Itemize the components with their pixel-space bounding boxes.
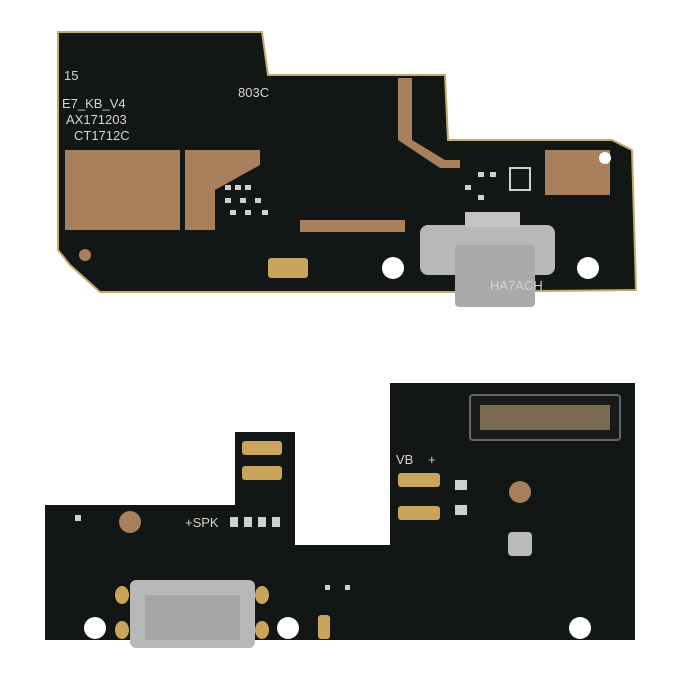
copper-pad-left [65, 150, 180, 230]
mounting-hole [277, 617, 299, 639]
mounting-hole [382, 257, 404, 279]
rf-connector [508, 532, 532, 556]
mounting-hole [599, 152, 611, 164]
connector-marking: HA7ACH [490, 278, 543, 293]
smd-pads [75, 480, 467, 590]
mounting-hole [569, 617, 591, 639]
capacitor [268, 258, 308, 278]
test-point [119, 511, 141, 533]
gold-pads [242, 441, 440, 520]
silkscreen-vb: VB [396, 452, 413, 467]
fpc-connector [469, 394, 621, 441]
copper-strip [300, 220, 405, 232]
silkscreen-code-1: AX171203 [66, 112, 127, 127]
silkscreen-15: 15 [64, 68, 78, 83]
copper-trace-vertical [398, 78, 460, 168]
usb-connector-top: HA7ACH [420, 212, 555, 307]
mounting-hole [577, 257, 599, 279]
bottom-pcb-board: +SPK VB + [45, 383, 635, 648]
copper-trace [185, 150, 260, 230]
silkscreen-803c: 803C [238, 85, 269, 100]
smd-pads [225, 167, 531, 215]
silkscreen-plus: + [428, 452, 436, 467]
mounting-hole [79, 249, 91, 261]
silkscreen-spk: +SPK [185, 515, 219, 530]
small-pad [318, 615, 330, 639]
top-pcb-board: HA7ACH 15 E7_KB_V4 AX171203 CT1712C 803C [57, 31, 638, 307]
silkscreen-code-2: CT1712C [74, 128, 130, 143]
silkscreen-board-id: E7_KB_V4 [62, 96, 126, 111]
test-point [509, 481, 531, 503]
mounting-hole [84, 617, 106, 639]
usb-connector-bottom [115, 580, 269, 648]
